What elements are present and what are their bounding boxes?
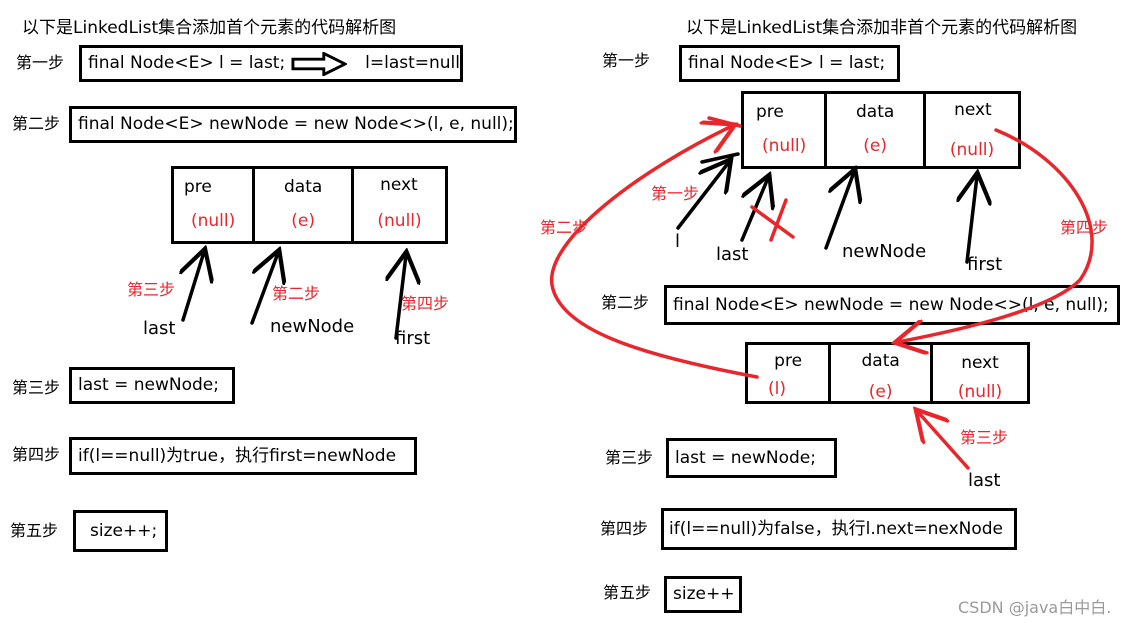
hollow-arrow-icon [291, 51, 348, 76]
left-pointer-first: first [395, 328, 431, 349]
right-node1-next-value: (null) [949, 140, 995, 160]
left-node-data-cell: data (e) [255, 169, 355, 241]
left-code-step-5-text: size++; [90, 520, 158, 541]
left-node-next-cell: next (null) [354, 169, 445, 241]
left-code-step-2-text: final Node<E> newNode = new Node<>(l, e,… [78, 114, 514, 134]
left-annot-step-2: 第二步 [272, 284, 321, 303]
right-step-2-label: 第二步 [601, 293, 650, 312]
right-pointer-l: l [675, 231, 681, 252]
left-code-step-1: final Node<E> l = last; l=last=null [79, 45, 463, 82]
right-l-arrow-2 [700, 152, 740, 164]
left-code-step-5: size++; [73, 510, 168, 552]
left-annot-step-4: 第四步 [401, 294, 450, 313]
left-node-data-value: (e) [291, 211, 316, 231]
right-node2-pre-value: (l) [768, 379, 786, 399]
right-node-new: pre (l) data (e) next (null) [745, 342, 1030, 404]
left-node-pre-cell: pre (null) [174, 169, 256, 241]
right-node1-data-cell: data (e) [827, 94, 927, 166]
watermark: CSDN @java白中白. [958, 598, 1112, 617]
right-annot-step-2: 第二步 [540, 218, 589, 237]
right-pointer-last-new: last [968, 470, 1001, 491]
right-node1-pre-value: (null) [761, 136, 807, 156]
right-node2-next-label: next [961, 353, 999, 373]
left-node-next-label: next [380, 175, 418, 195]
right-annot-step-3: 第三步 [960, 428, 1009, 447]
right-pointer-newnode: newNode [842, 241, 927, 262]
right-pointer-first: first [967, 254, 1003, 275]
right-code-step-2: final Node<E> newNode = new Node<>(l, e,… [664, 285, 1120, 325]
left-node-next-value: (null) [377, 211, 422, 231]
left-node: pre (null) data (e) next (null) [171, 166, 448, 244]
right-code-step-3: last = newNode; [666, 438, 837, 478]
right-code-step-3-text: last = newNode; [675, 447, 816, 468]
left-node-pre-label: pre [184, 177, 212, 197]
right-step-4-label: 第四步 [600, 519, 649, 538]
left-pointer-newnode: newNode [270, 316, 355, 337]
right-newnode-arrow [824, 172, 854, 250]
right-node2-pre-label: pre [774, 351, 803, 371]
right-node-existing: pre (null) data (e) next (null) [741, 91, 1021, 169]
right-step-1-label: 第一步 [602, 51, 651, 70]
right-node2-pre-cell: pre (l) [748, 345, 832, 401]
right-code-step-1: final Node<E> l = last; [679, 45, 900, 82]
right-code-step-5-text: size++ [673, 584, 735, 604]
cross-out-mark [750, 198, 795, 242]
left-step-1-label: 第一步 [16, 53, 65, 72]
right-annot-step-1: 第一步 [651, 184, 700, 203]
right-node1-next-cell: next (null) [926, 94, 1018, 166]
left-step-5-label: 第五步 [10, 521, 59, 540]
left-annot-step-3: 第三步 [127, 280, 176, 299]
left-code-step-4: if(l==null)为true，执行first=newNode [69, 437, 417, 475]
right-step-3-label: 第三步 [605, 448, 654, 467]
right-node2-data-label: data [861, 351, 900, 371]
left-pointer-last: last [143, 318, 176, 339]
right-code-step-2-text: final Node<E> newNode = new Node<>(l, e,… [673, 294, 1109, 315]
right-pointer-last: last [716, 244, 749, 265]
left-code-step-2: final Node<E> newNode = new Node<>(l, e,… [69, 106, 517, 143]
right-node1-pre-cell: pre (null) [744, 94, 828, 166]
right-node1-data-value: (e) [863, 136, 887, 156]
right-code-step-4-text: if(l==null)为false，执行l.next=nexNode [669, 518, 1004, 539]
left-code-step-1-result: l=last=null [365, 53, 460, 73]
right-last-arrow [740, 178, 768, 242]
red-tick-step-2 [707, 116, 742, 128]
right-code-step-5: size++ [664, 576, 742, 613]
left-step-4-label: 第四步 [12, 445, 61, 464]
right-node2-data-value: (e) [868, 382, 893, 402]
left-node-data-label: data [284, 177, 323, 197]
left-code-step-3-text: last = newNode; [78, 375, 219, 395]
left-step-3-label: 第三步 [12, 378, 61, 397]
right-code-step-4: if(l==null)为false，执行l.next=nexNode [661, 508, 1017, 550]
left-code-step-3: last = newNode; [69, 367, 235, 404]
left-code-step-4-text: if(l==null)为true，执行first=newNode [78, 445, 397, 466]
right-node1-data-label: data [855, 102, 895, 122]
left-step-2-label: 第二步 [12, 114, 61, 133]
right-node2-data-cell: data (e) [831, 345, 934, 402]
right-annot-step-4: 第四步 [1060, 218, 1109, 237]
left-node-pre-value: (null) [190, 211, 236, 231]
right-step-5-label: 第五步 [603, 583, 652, 602]
right-title: 以下是LinkedList集合添加非首个元素的代码解析图 [686, 18, 1078, 38]
right-node1-pre-label: pre [756, 102, 784, 122]
right-node1-next-label: next [954, 100, 992, 120]
left-code-step-1-text: final Node<E> l = last; [88, 53, 286, 73]
left-title: 以下是LinkedList集合添加首个元素的代码解析图 [22, 18, 397, 38]
left-last-arrow [183, 252, 204, 322]
right-first-arrow [967, 176, 977, 264]
right-node2-next-cell: next (null) [933, 345, 1027, 402]
right-code-step-1-text: final Node<E> l = last; [688, 53, 886, 73]
right-node2-next-value: (null) [957, 382, 1003, 402]
